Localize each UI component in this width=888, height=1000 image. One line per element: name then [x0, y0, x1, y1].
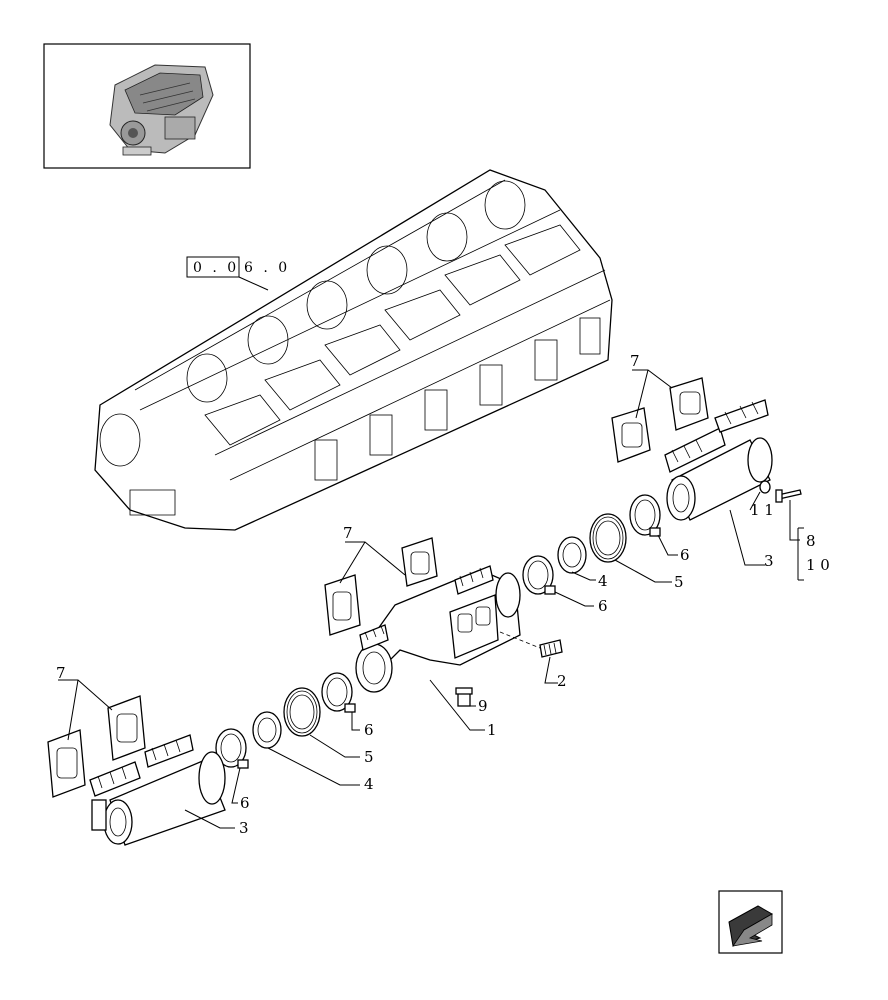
engine-thumbnail-icon[interactable] [43, 43, 251, 169]
callout-8: 8 [806, 532, 816, 550]
stud [539, 639, 563, 658]
drain-plug [455, 687, 473, 707]
exhaust-manifold-center [355, 565, 521, 693]
callout-9: 9 [478, 697, 488, 715]
callout-7-right: 7 [630, 352, 640, 370]
callout-7-left: 7 [56, 664, 66, 682]
clamp-left-lower [215, 728, 249, 769]
callout-3-right: 3 [764, 552, 774, 570]
callout-2: 2 [557, 672, 567, 690]
next-page-arrow-icon[interactable] [718, 890, 783, 954]
callout-4-right: 4 [598, 572, 608, 590]
callout-6-left-lower: 6 [240, 794, 250, 812]
clamp-right-upper [629, 494, 661, 537]
sleeve-right [557, 536, 587, 574]
callout-5-left: 5 [364, 748, 374, 766]
callout-7-middle: 7 [343, 524, 353, 542]
callout-10: 1 0 [806, 556, 830, 574]
callout-11: 1 1 [750, 501, 774, 519]
callout-6-right-upper: 6 [680, 546, 690, 564]
clamp-left-middle [321, 672, 356, 713]
exhaust-pipe-right [664, 399, 773, 521]
reference-box-right: 6 . 0 [244, 260, 290, 276]
bellows-left [283, 687, 321, 737]
callout-1: 1 [487, 721, 497, 739]
reference-box-left: 0 . 0 [193, 260, 239, 276]
cylinder-head [94, 169, 613, 531]
sleeve-left [252, 711, 282, 749]
callout-4-left: 4 [364, 775, 374, 793]
bolt [775, 489, 802, 503]
exhaust-pipe-left [89, 734, 226, 846]
callout-6-left-middle: 6 [364, 721, 374, 739]
gasket-middle [324, 537, 438, 636]
gasket-right-upper [611, 377, 709, 463]
gasket-left [47, 695, 146, 798]
washer [759, 480, 771, 494]
bellows-right [589, 513, 627, 563]
callout-3-left: 3 [239, 819, 249, 837]
callout-6-right-middle: 6 [598, 597, 608, 615]
clamp-right-middle [522, 555, 556, 595]
reference-box[interactable]: 0 . 0 6 . 0 [186, 256, 290, 291]
callout-5-right: 5 [674, 573, 684, 591]
